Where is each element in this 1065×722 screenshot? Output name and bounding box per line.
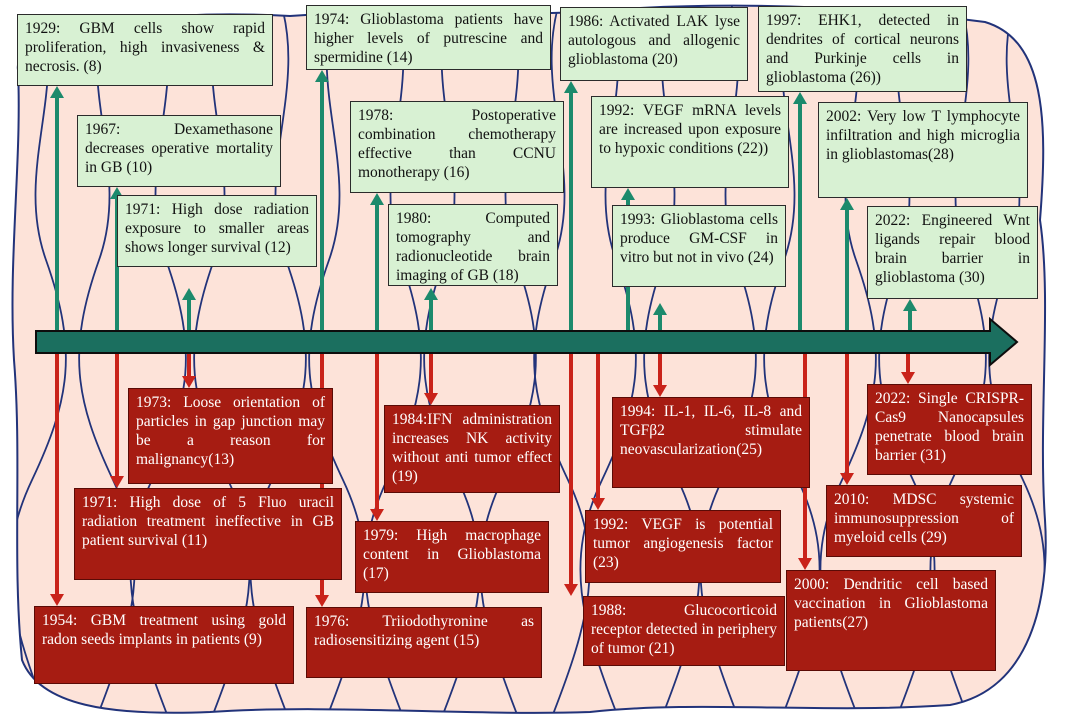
upper-event-1967: 1967: Dexamethasone decreases operative …: [77, 115, 281, 187]
upper-event-2022-wnt: 2022: Engineered Wnt ligands repair bloo…: [867, 206, 1038, 299]
lower-event-2010: 2010: MDSC systemic immunosuppression of…: [826, 485, 1022, 557]
down-arrow-4: [370, 353, 384, 521]
upper-event-1980: 1980: Computed tomography and radionucle…: [388, 204, 558, 286]
up-arrow-5: [424, 288, 438, 331]
up-arrow-4: [370, 193, 384, 331]
lower-event-1984: 1984:IFN administration increases NK act…: [384, 405, 560, 493]
lower-event-2000: 2000: Dendritic cell based vaccination i…: [786, 570, 996, 671]
lower-event-1971-fluorouracil: 1971: High dose of 5 Fluo uracil radiati…: [74, 488, 342, 580]
down-arrow-0: [50, 353, 64, 606]
lower-event-1976: 1976: Triiodothyronine as radiosensitizi…: [306, 607, 542, 678]
up-arrow-2: [182, 288, 196, 331]
wavy-line: [308, 5, 366, 713]
down-arrow-10: [840, 353, 854, 485]
upper-event-1992-vegf-mrna: 1992: VEGF mRNA levels are increased upo…: [591, 96, 789, 188]
lower-event-1954: 1954: GBM treatment using gold radon see…: [34, 606, 294, 684]
timeline-arrow: [35, 316, 1019, 368]
down-arrow-8: [653, 353, 667, 397]
up-arrow-0: [50, 86, 64, 331]
up-arrow-11: [903, 299, 917, 331]
up-arrow-6: [564, 81, 578, 331]
down-arrow-6: [564, 353, 578, 596]
lower-event-1988: 1988: Glucocorticoid receptor detected i…: [583, 596, 785, 666]
down-arrow-5: [424, 353, 438, 405]
wavy-line: [12, 5, 67, 713]
lower-event-1992-vegf: 1992: VEGF is potential tumor angiogenes…: [585, 510, 781, 583]
upper-event-1978: 1978: Postoperative combination chemothe…: [350, 101, 564, 193]
lower-event-1973: 1973: Loose orientation of particles in …: [128, 388, 333, 484]
down-arrow-11: [901, 353, 915, 384]
upper-event-1997: 1997: EHK1, detected in dendrites of cor…: [758, 6, 967, 92]
upper-event-2002: 2002: Very low T lymphocyte infiltration…: [818, 102, 1028, 198]
down-arrow-1: [110, 353, 124, 488]
upper-event-1971: 1971: High dose radiation exposure to sm…: [117, 195, 317, 267]
lower-event-1994: 1994: IL-1, IL-6, IL-8 and TGFβ2 stimula…: [612, 397, 810, 488]
lower-event-1979: 1979: High macrophage content in Gliobla…: [355, 521, 549, 593]
wavy-line: [249, 5, 307, 713]
upper-event-1929: 1929: GBM cells show rapid proliferation…: [17, 14, 273, 86]
upper-event-1986: 1986: Activated LAK lyse autologous and …: [560, 7, 748, 81]
up-arrow-10: [840, 198, 854, 331]
lower-event-2022-crispr: 2022: Single CRISPR-Cas9 Nanocapsules pe…: [867, 384, 1032, 475]
down-arrow-7: [591, 353, 605, 510]
upper-event-1993: 1993: Glioblastoma cells produce GM-CSF …: [612, 205, 786, 287]
up-arrow-3: [315, 70, 329, 331]
up-arrow-9: [793, 92, 807, 331]
down-arrow-2: [182, 353, 196, 388]
up-arrow-8: [653, 303, 667, 331]
upper-event-1974: 1974: Glioblastoma patients have higher …: [306, 5, 551, 70]
